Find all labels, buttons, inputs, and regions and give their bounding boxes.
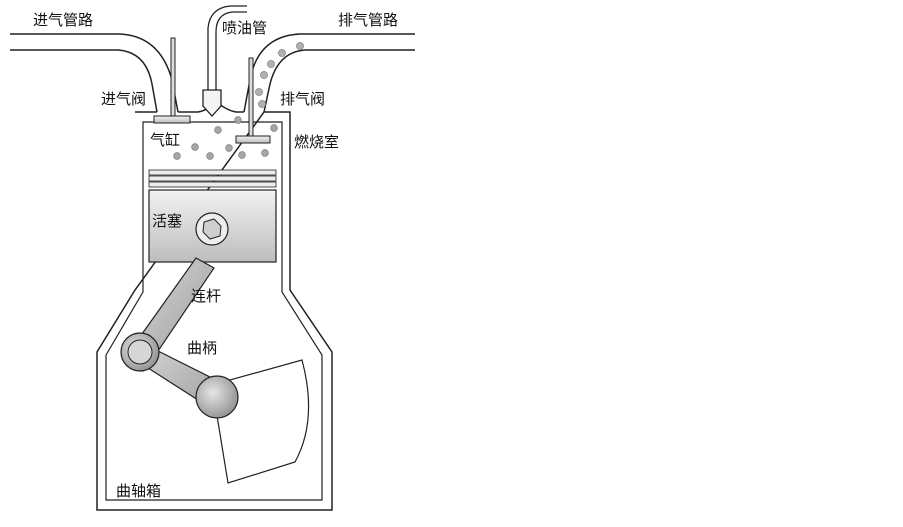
label-cylinder: 气缸 bbox=[150, 131, 181, 149]
engine-inner-wall bbox=[105, 121, 323, 501]
fuel-particles bbox=[173, 116, 278, 160]
intake-valve bbox=[153, 37, 191, 124]
label-crankcase: 曲轴箱 bbox=[116, 482, 162, 500]
exhaust-pipe bbox=[243, 33, 415, 113]
crank-pin bbox=[120, 332, 160, 372]
label-combustion-chamber: 燃烧室 bbox=[294, 133, 340, 151]
piston-pin bbox=[195, 212, 229, 246]
fuel-injector bbox=[202, 5, 247, 117]
exhaust-valve bbox=[235, 57, 271, 144]
piston-rings bbox=[148, 169, 277, 188]
label-intake-valve: 进气阀 bbox=[101, 90, 147, 108]
label-crank: 曲柄 bbox=[187, 339, 218, 357]
label-exhaust-pipe: 排气管路 bbox=[338, 11, 399, 29]
intake-pipe bbox=[10, 33, 179, 113]
crankshaft-journal bbox=[195, 375, 239, 419]
label-piston: 活塞 bbox=[152, 212, 183, 230]
label-connecting-rod: 连杆 bbox=[191, 287, 222, 305]
label-intake-pipe: 进气管路 bbox=[33, 11, 94, 29]
exhaust-particles bbox=[255, 42, 304, 108]
label-exhaust-valve: 排气阀 bbox=[280, 90, 326, 108]
label-fuel-injector: 喷油管 bbox=[222, 19, 268, 37]
